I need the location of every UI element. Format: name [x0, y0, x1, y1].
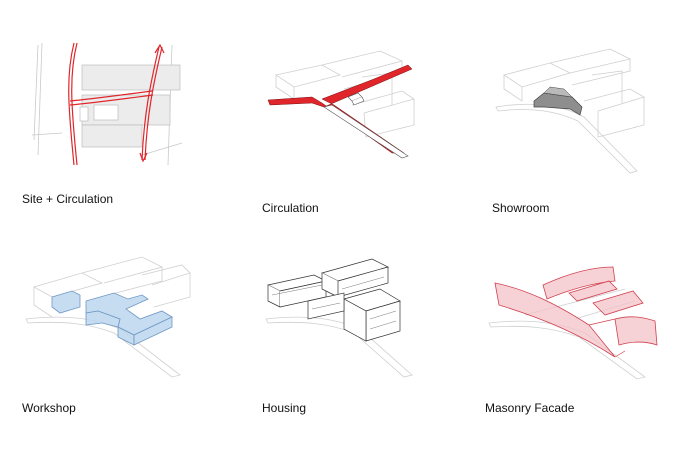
panel-workshop: Workshop [22, 245, 197, 415]
panel-caption: Showroom [492, 201, 550, 215]
panel-showroom: Showroom [492, 45, 662, 215]
panel-caption: Masonry Facade [485, 401, 575, 415]
panel-masonry-facade: Masonry Facade [485, 245, 660, 415]
panel-caption: Housing [262, 401, 307, 415]
masonry-facade-diagram [488, 266, 658, 380]
site-plan-diagram [31, 42, 183, 166]
panel-circulation: Circulation [262, 45, 422, 215]
panel-caption: Circulation [262, 201, 319, 215]
showroom-diagram [495, 48, 646, 174]
panel-housing: Housing [262, 245, 422, 415]
panel-caption: Site + Circulation [22, 192, 114, 206]
circulation-diagram [267, 50, 415, 159]
panel-caption: Workshop [22, 401, 76, 415]
housing-diagram [265, 258, 413, 378]
panel-site-circulation: Site + Circulation [22, 35, 197, 215]
workshop-diagram [25, 256, 191, 378]
